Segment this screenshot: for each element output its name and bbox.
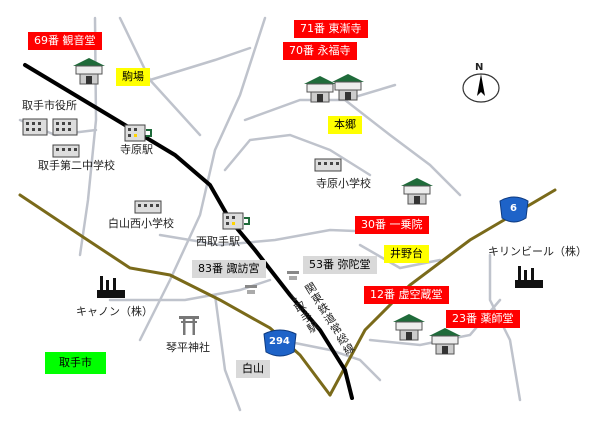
torii-icon [179,316,199,335]
shrine-marker-icon [287,271,299,280]
building-icon [52,118,78,136]
station-icon [222,212,250,230]
route-294-number: 294 [269,336,290,347]
major-road-6 [328,188,557,397]
place-label-daini-jhs: 取手第二中学校 [38,159,115,172]
temple-icon [393,314,425,341]
road-komaba-east [148,46,252,82]
shrine-marker-icon [245,285,257,294]
temple-label-83: 83番 諏訪宮 [192,260,266,278]
school-icon [134,200,162,214]
building-icon [22,118,48,136]
place-label-terahara-es: 寺原小学校 [316,177,371,190]
school-icon [314,158,342,172]
temple-label-23: 23番 薬師堂 [446,310,520,328]
district-label-hongo: 本郷 [328,116,362,134]
temple-label-53: 53番 弥陀堂 [303,256,377,274]
district-label-inodai: 井野台 [384,245,429,263]
place-label-hakusan-west-es: 白山西小学校 [108,217,174,230]
route-6-shield [499,196,529,223]
compass-north-label: N [475,62,484,73]
road-mid-horizontal [158,228,382,247]
road-terahara-es [223,133,372,177]
school-icon [52,144,80,158]
place-label-kirin: キリンビール（株） [488,245,587,258]
route-6-number: 6 [510,203,517,214]
route-294-shield [263,329,297,357]
temple-label-70: 70番 永福寺 [283,42,357,60]
temple-icon [73,58,105,85]
city-label-toride: 取手市 [45,352,106,374]
road-hongo-east [343,98,462,197]
temple-icon [332,74,364,101]
place-label-terahara-station: 寺原駅 [120,143,153,156]
road-southeast [278,338,382,382]
place-label-canon: キャノン（株） [76,305,153,318]
temple-label-12: 12番 虚空蔵堂 [364,286,449,304]
temple-label-69: 69番 観音堂 [28,32,102,50]
temple-label-30: 30番 一乗院 [355,216,429,234]
district-label-hakusan: 白山 [236,360,270,378]
place-label-city-hall: 取手市役所 [22,99,77,112]
temple-label-71: 71番 東漸寺 [294,20,368,38]
compass-rose [462,73,500,103]
road-north-vertical [78,16,98,257]
major-road-294 [18,193,332,397]
place-label-kotohira-shrine: 琴平神社 [166,341,210,354]
temple-icon [401,178,433,205]
station-icon [124,124,152,142]
temple-icon [429,328,461,355]
road-south [213,293,242,412]
temple-icon [304,76,336,103]
factory-icon [97,276,125,298]
factory-icon [515,266,543,288]
district-label-komaba: 駒場 [116,68,150,86]
place-label-nishitoride-station: 西取手駅 [196,235,240,248]
